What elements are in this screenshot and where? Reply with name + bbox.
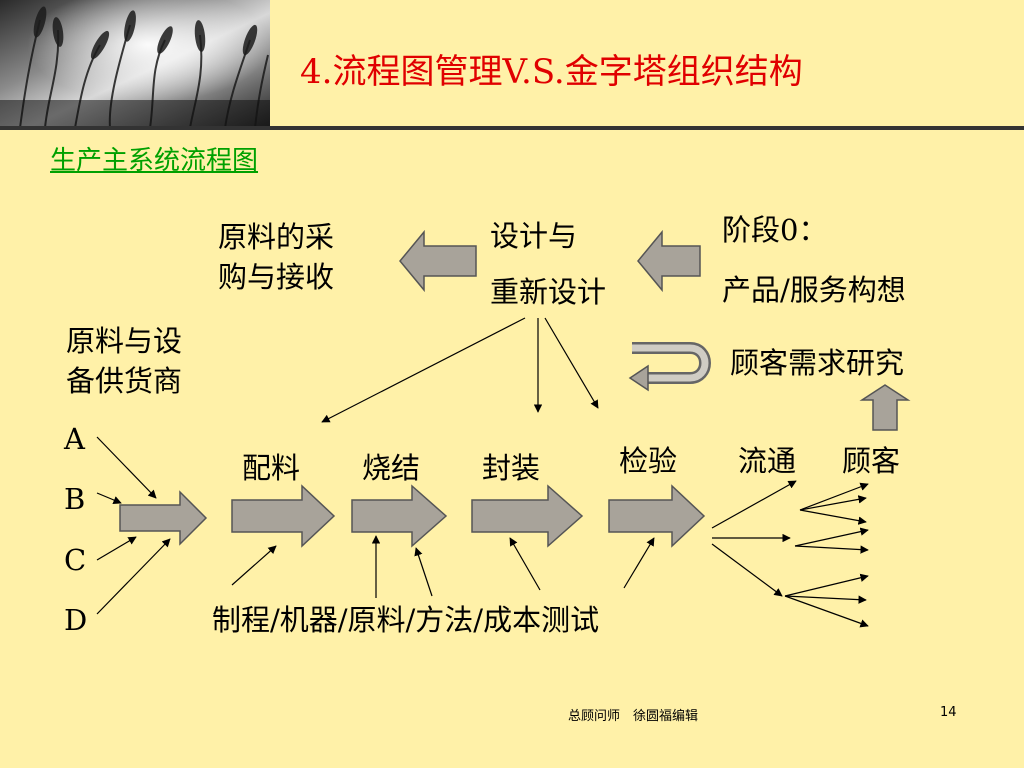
label-procurement: 原料的采 购与接收 [218, 220, 335, 294]
arrow-up-research [859, 384, 911, 431]
u-turn-arrow [628, 342, 711, 392]
step-customer: 顾客 [842, 444, 901, 478]
supplier-b: B [64, 482, 86, 516]
header-rule [0, 126, 1024, 130]
supplier-c: C [64, 543, 87, 577]
footer-editor: 总顾问师 徐圆福编辑 [568, 709, 699, 724]
label-suppliers: 原料与设 备供货商 [66, 324, 183, 398]
label-customer-research: 顾客需求研究 [730, 346, 905, 380]
label-stage0-line2: 产品/服务构想 [722, 273, 906, 307]
arrow-sintering [351, 484, 448, 548]
step-distribution: 流通 [738, 444, 797, 478]
step-sintering: 烧结 [362, 451, 421, 485]
connector-lines [96, 317, 869, 628]
page-number: 14 [940, 705, 957, 720]
arrow-left-procurement [399, 229, 477, 293]
arrow-left-design [637, 229, 701, 293]
header-photo [0, 0, 270, 129]
slide-subtitle: 生产主系统流程图 [50, 146, 259, 176]
step-batching: 配料 [242, 451, 301, 485]
arrow-supply [119, 490, 208, 546]
arrow-packaging [471, 484, 584, 548]
supplier-a: A [64, 422, 85, 456]
label-stage0-line1: 阶段0： [722, 213, 828, 247]
step-packaging: 封装 [482, 451, 541, 485]
step-inspection: 检验 [619, 444, 678, 478]
arrow-batching [231, 484, 336, 548]
label-process-testing: 制程/机器/原料/方法/成本测试 [212, 603, 600, 637]
arrow-inspection [608, 484, 706, 548]
supplier-d: D [64, 603, 88, 637]
slide-title: 4.流程图管理V.S.金字塔组织结构 [300, 52, 803, 92]
label-design: 设计与 重新设计 [490, 219, 607, 309]
